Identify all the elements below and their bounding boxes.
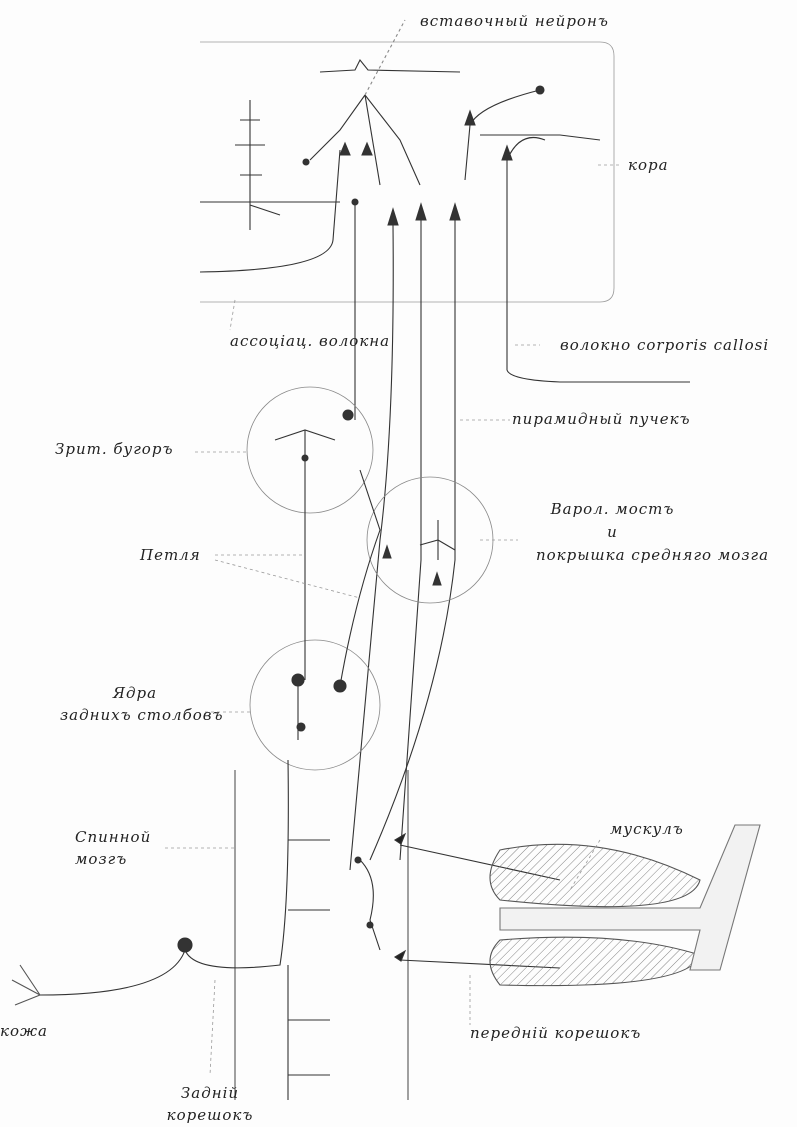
interneuron-branches xyxy=(309,89,601,186)
label-nuclei-line2: заднихъ столбовъ xyxy=(60,706,224,724)
label-posterior-root: Задній корешокъ xyxy=(160,1082,260,1126)
posterior-root-fiber xyxy=(39,759,330,1100)
pyramidal-neuron xyxy=(415,202,427,221)
label-interneuron: вставочный нейронъ xyxy=(420,12,609,30)
label-spinal-line1: Спинной xyxy=(75,828,152,846)
pyramidal-neuron xyxy=(339,141,351,156)
nuclei-circle xyxy=(249,639,381,771)
label-pons-line1: Варол. мостъ xyxy=(550,500,675,518)
skin-receptor xyxy=(11,964,41,1006)
thalamus-circle xyxy=(246,386,374,514)
spinal-ganglion-cell xyxy=(177,937,193,953)
pyramidal-neuron xyxy=(449,202,461,221)
label-pyramidal-tract: пирамидный пучекъ xyxy=(512,410,691,428)
label-nuclei: Ядра заднихъ столбовъ xyxy=(60,682,224,726)
muscle-lower xyxy=(489,936,701,987)
label-nuclei-line1: Ядра xyxy=(112,684,158,702)
pyramidal-neuron xyxy=(387,207,399,226)
pyramidal-fiber xyxy=(369,220,456,861)
label-pons: Варол. мостъ и покрышка средняго мозга xyxy=(510,498,795,567)
pons-neuron xyxy=(419,520,456,560)
lemniscus-fiber xyxy=(297,469,381,740)
label-thalamus: Зрит. бугоръ xyxy=(55,440,174,458)
pons-circle xyxy=(366,476,494,604)
label-callosal-fiber: волокно corporis callosi xyxy=(560,336,770,354)
label-posterior-line2: корешокъ xyxy=(166,1106,254,1124)
label-lemniscus: Петля xyxy=(140,546,201,564)
label-cortex: кора xyxy=(628,156,669,174)
label-association-fibers: ассоціац. волокна xyxy=(230,332,391,350)
callosal-fiber xyxy=(506,160,690,383)
pyramidal-fiber xyxy=(349,224,394,871)
thalamus-neuron xyxy=(274,429,336,680)
muscle-upper xyxy=(489,843,701,908)
label-pons-line3: покрышка средняго мозга xyxy=(535,546,770,564)
pyramidal-fiber xyxy=(399,220,422,861)
cortex-dendrite-tree xyxy=(235,100,281,230)
label-spinal-cord: Спинной мозгъ xyxy=(75,826,151,870)
label-pons-line2: и xyxy=(607,523,618,541)
bone xyxy=(499,824,761,971)
spinal-cord-border xyxy=(234,770,409,1100)
association-fiber xyxy=(199,149,341,273)
pyramidal-neuron xyxy=(464,109,476,126)
neuron-soma xyxy=(342,409,354,421)
neuron-soma xyxy=(302,158,310,166)
label-skin: кожа xyxy=(0,1022,48,1040)
cortex-surface-neuron xyxy=(319,58,461,73)
label-spinal-line2: мозгъ xyxy=(75,850,128,868)
label-posterior-line1: Задній xyxy=(180,1084,240,1102)
label-muscle: мускулъ xyxy=(610,820,684,838)
cortex-box xyxy=(200,41,615,303)
interneuron-pointer xyxy=(364,19,406,96)
label-anterior-root: передній корешокъ xyxy=(470,1024,642,1042)
pyramidal-neuron xyxy=(361,141,373,156)
